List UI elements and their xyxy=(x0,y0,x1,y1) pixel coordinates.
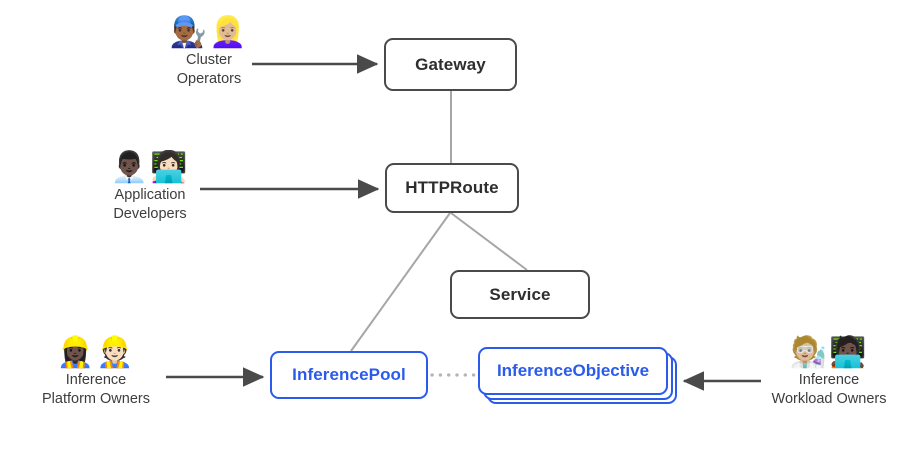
node-httproute-label: HTTPRoute xyxy=(405,178,499,197)
persona-application-developers: 👨🏿‍💼👩🏻‍💻 Application Developers xyxy=(92,151,208,224)
node-gateway-label: Gateway xyxy=(415,54,486,74)
connector-httproute-to-inferencepool xyxy=(350,212,451,352)
mechanic-pair-icon: 👨🏾‍🔧👱🏼‍♀️ xyxy=(169,15,249,50)
node-service[interactable]: Service xyxy=(450,270,590,319)
node-inferenceobjective-label: InferenceObjective xyxy=(496,361,650,380)
node-inferenceobjective-stack-front[interactable]: InferenceObjective xyxy=(478,347,668,395)
persona-cluster-operators-label: Cluster Operators xyxy=(176,52,242,87)
office-worker-pair-icon: 👨🏿‍💼👩🏻‍💻 xyxy=(110,150,190,185)
persona-inference-workload-owners: 🧑🏼‍🔬🧑🏿‍💻 Inference Workload Owners xyxy=(755,336,902,409)
connector-httproute-to-service xyxy=(450,212,528,271)
node-httproute[interactable]: HTTPRoute xyxy=(385,163,519,213)
node-inferencepool[interactable]: InferencePool xyxy=(270,351,428,399)
persona-inference-platform-owners-label: Inference Platform Owners xyxy=(42,372,150,407)
persona-cluster-operators: 👨🏾‍🔧👱🏼‍♀️ Cluster Operators xyxy=(155,16,263,89)
persona-application-developers-label: Application Developers xyxy=(113,187,187,222)
node-inferencepool-label: InferencePool xyxy=(292,365,406,384)
persona-inference-workload-owners-label: Inference Workload Owners xyxy=(771,372,887,407)
node-service-label: Service xyxy=(489,284,551,304)
persona-inference-platform-owners: 👷🏿‍♀️👷🏻 Inference Platform Owners xyxy=(12,336,180,409)
scientist-technologist-pair-icon: 🧑🏼‍🔬🧑🏿‍💻 xyxy=(789,335,869,370)
node-inferenceobjective[interactable]: InferenceObjective xyxy=(478,347,678,405)
node-gateway[interactable]: Gateway xyxy=(384,38,517,91)
construction-worker-pair-icon: 👷🏿‍♀️👷🏻 xyxy=(56,335,136,370)
